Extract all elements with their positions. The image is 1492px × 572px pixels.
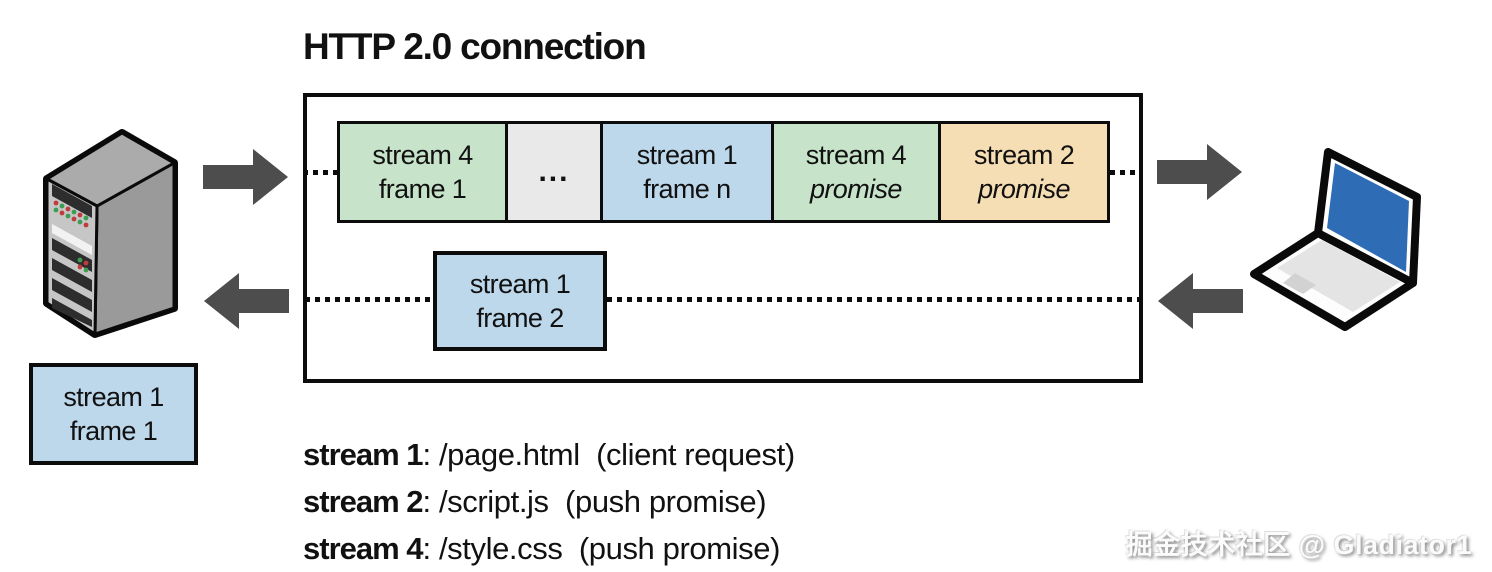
frame-stream1-frame-n: stream 1 frame n	[602, 124, 774, 220]
frame-ellipsis: ...	[508, 124, 603, 220]
frame-stream4-promise: stream 4 promise	[773, 124, 941, 220]
frame-stream2-promise: stream 2 promise	[940, 124, 1108, 220]
right-arrow-icon	[203, 149, 288, 205]
frame-line2: frame 2	[476, 303, 564, 333]
legend-line-stream4: stream 4: /style.css (push promise)	[303, 525, 795, 572]
frame-stream1-frame1: stream 1 frame 1	[29, 363, 198, 465]
frame-stream1-frame2: stream 1 frame 2	[433, 251, 607, 351]
laptop-icon	[1250, 148, 1421, 331]
frame-line1: stream 1	[636, 140, 738, 170]
right-arrow-icon	[1157, 144, 1242, 200]
frame-line2: promise	[978, 174, 1070, 204]
ellipsis-text: ...	[538, 155, 570, 188]
frame-line2: frame 1	[378, 174, 467, 204]
legend: stream 1: /page.html (client request) st…	[303, 431, 795, 572]
frame-line2: frame 1	[69, 416, 158, 446]
dotted-flow-line	[305, 297, 433, 302]
stream-label: stream 1	[303, 437, 424, 472]
stream-detail: : /script.js (push promise)	[422, 484, 767, 519]
server-icon	[43, 129, 178, 338]
frame-line1: stream 2	[973, 140, 1075, 170]
watermark: 掘金技术社区 @ Gladiator1	[1125, 530, 1472, 560]
frame-line1: stream 4	[805, 140, 907, 170]
page-title: HTTP 2.0 connection	[303, 26, 647, 67]
stream-label: stream 4	[303, 531, 424, 566]
stream-label: stream 2	[303, 484, 424, 519]
left-arrow-icon	[1158, 273, 1243, 329]
left-arrow-icon	[204, 273, 289, 329]
dotted-flow-line	[303, 170, 337, 175]
stream-detail: : /page.html (client request)	[422, 437, 796, 472]
frame-line2: promise	[810, 174, 902, 204]
frame-line1: stream 1	[63, 382, 164, 412]
frame-stream4-frame1: stream 4 frame 1	[340, 124, 509, 220]
dotted-flow-line	[607, 297, 1143, 302]
frame-line1: stream 1	[469, 269, 571, 299]
legend-line-stream2: stream 2: /script.js (push promise)	[303, 478, 795, 525]
legend-line-stream1: stream 1: /page.html (client request)	[303, 431, 795, 478]
dotted-flow-line	[1110, 170, 1143, 175]
frame-line1: stream 4	[372, 140, 473, 170]
stream-detail: : /style.css (push promise)	[422, 531, 781, 566]
frame-row: stream 4 frame 1 ... stream 1 frame n st…	[337, 121, 1110, 223]
frame-line2: frame n	[643, 174, 731, 204]
